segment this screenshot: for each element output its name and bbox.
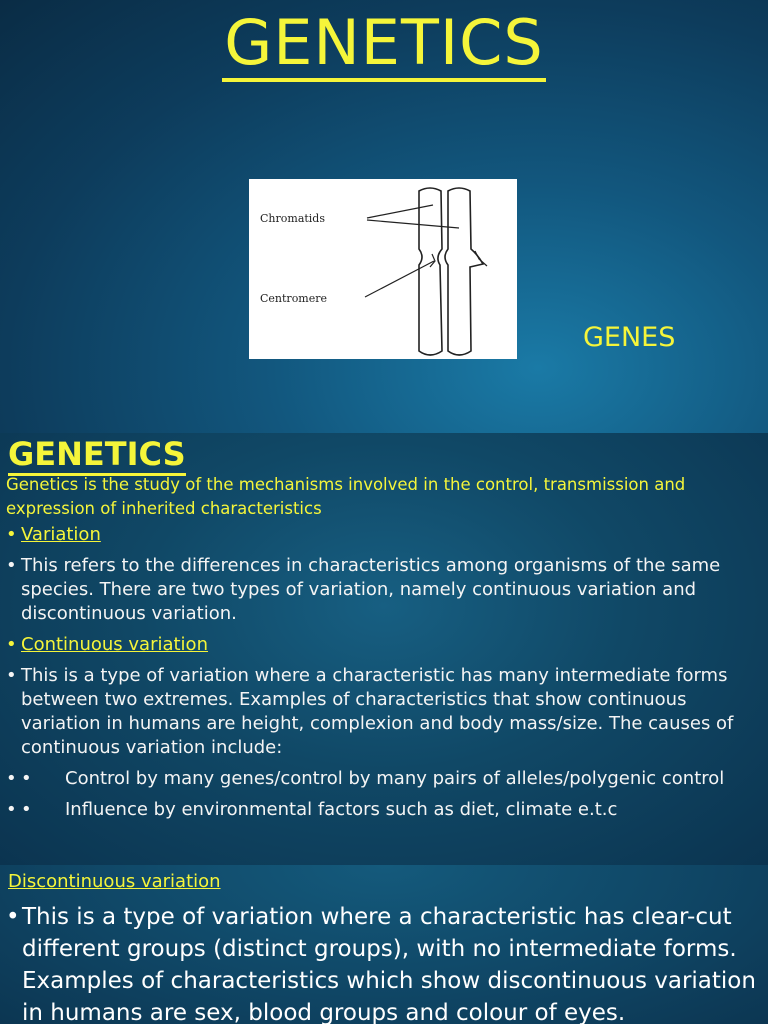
- slide-title: GENETICS: [0, 6, 768, 82]
- definition-text: Genetics is the study of the mechanisms …: [6, 475, 686, 518]
- chromosome-diagram: Chromatids Centromere: [249, 179, 517, 359]
- section-title: Discontinuous variation: [8, 871, 221, 892]
- discontinuous-slide: Discontinuous variation This is a type o…: [0, 865, 768, 1024]
- title-slide: GENETICS Chromatids Centromere GENES: [0, 0, 768, 433]
- list-item: •Control by many genes/control by many p…: [6, 767, 764, 791]
- bullet-marker: •: [21, 768, 32, 789]
- body-text: This is a type of variation where a char…: [6, 901, 768, 1024]
- genes-label: GENES: [583, 322, 676, 353]
- list-item: Continuous variation: [6, 633, 764, 657]
- list-item: This refers to the differences in charac…: [6, 554, 764, 626]
- bullet-marker: •: [21, 799, 32, 820]
- list-item: Variation: [6, 523, 764, 547]
- list-item: •Influence by environmental factors such…: [6, 798, 764, 822]
- genetics-slide: GENETICS Genetics is the study of the me…: [0, 433, 768, 865]
- bullet-list: Variation This refers to the differences…: [6, 523, 764, 829]
- centromere-label: Centromere: [260, 292, 327, 305]
- chromatids-label: Chromatids: [260, 212, 325, 225]
- section-title: GENETICS: [8, 435, 186, 476]
- list-item: This is a type of variation where a char…: [6, 664, 764, 760]
- chromosome-illustration: Chromatids Centromere: [260, 187, 488, 356]
